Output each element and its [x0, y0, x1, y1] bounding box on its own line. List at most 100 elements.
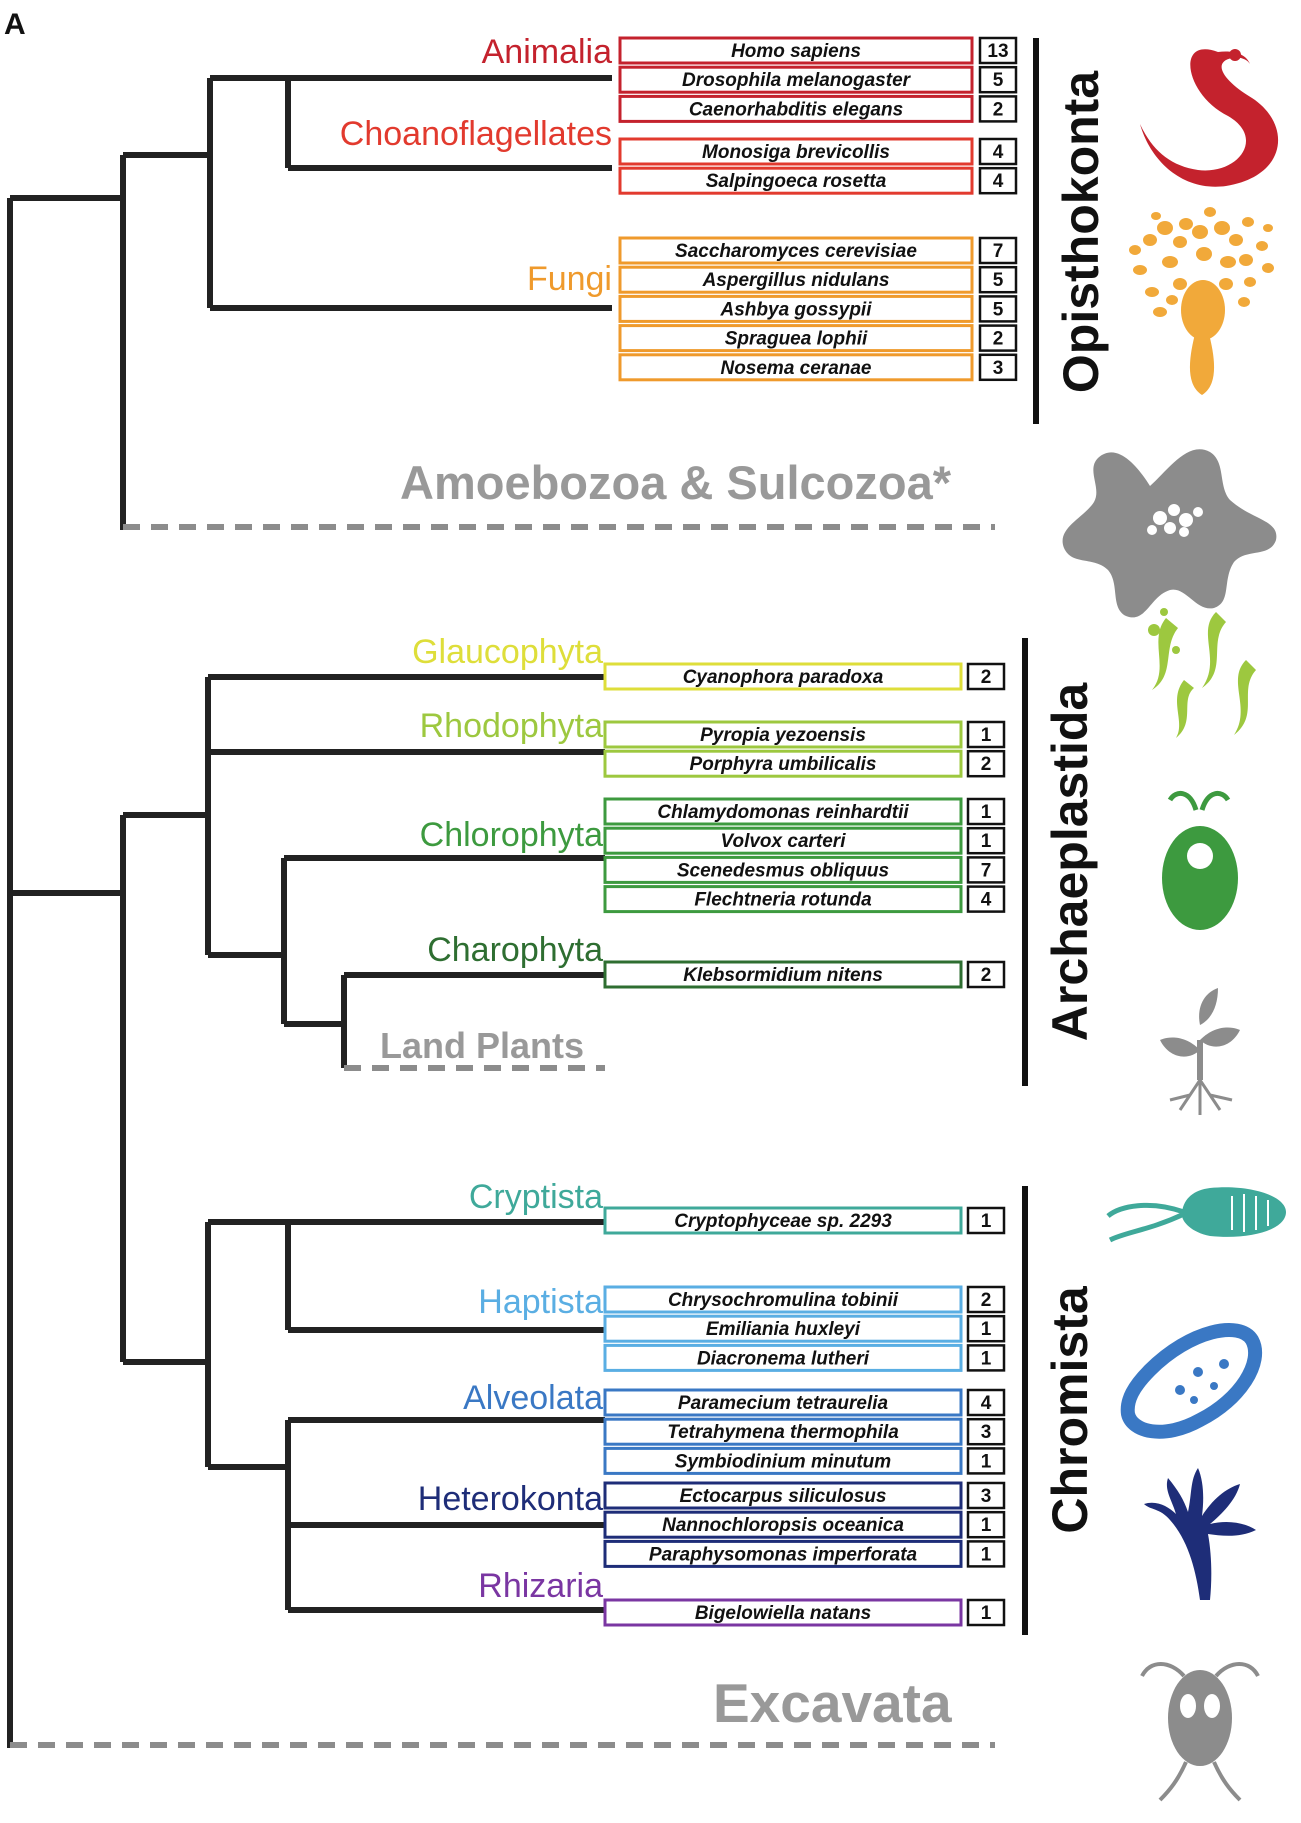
species-box — [603, 1510, 963, 1539]
species-row: Nannochloropsis oceanica 1 — [603, 1510, 1006, 1539]
count-box — [966, 1314, 1006, 1343]
species-box — [618, 236, 974, 265]
species-count: 2 — [981, 965, 992, 986]
count-box — [966, 1344, 1006, 1372]
species-count: 7 — [981, 860, 992, 881]
fungus-icon — [1129, 207, 1274, 395]
count-box — [966, 1206, 1006, 1235]
species-box — [618, 324, 974, 353]
charophyte-branch — [341, 972, 605, 1068]
species-name: Aspergillus nidulans — [702, 270, 890, 291]
group-label-rhodophyta: Rhodophyta — [420, 707, 603, 745]
group-label-charophyta: Charophyta — [427, 931, 603, 969]
count-box — [966, 885, 1006, 913]
species-count: 13 — [987, 41, 1008, 62]
species-box — [603, 885, 963, 914]
worm-icon — [1140, 49, 1279, 187]
amoeba-icon — [1062, 449, 1277, 618]
species-count: 5 — [993, 299, 1004, 320]
species-count: 2 — [981, 754, 992, 775]
species-name: Chlamydomonas reinhardtii — [657, 802, 909, 823]
count-box — [966, 1388, 1006, 1417]
species-count: 1 — [981, 1544, 992, 1565]
group-labels: Animalia Choanoflagellates Fungi Glaucop… — [340, 33, 612, 1605]
count-box — [966, 749, 1006, 778]
cryptophyte-icon — [1106, 1187, 1286, 1243]
count-box — [966, 1447, 1006, 1475]
species-name: Cyanophora paradoxa — [683, 667, 884, 688]
excavata-label: Excavata — [713, 1672, 952, 1734]
species-name: Tetrahymena thermophila — [667, 1422, 899, 1443]
species-name: Drosophila melanogaster — [682, 70, 912, 91]
species-box — [618, 353, 974, 382]
group-label-glaucophyta: Glaucophyta — [412, 633, 603, 671]
species-name: Volvox carteri — [721, 831, 847, 852]
count-box — [966, 1417, 1006, 1446]
chromista-branch — [205, 1219, 288, 1470]
group-label-chlorophyta: Chlorophyta — [420, 816, 603, 854]
species-box — [618, 137, 974, 166]
species-name: Paraphysomonas imperforata — [649, 1544, 918, 1565]
species-row: Saccharomyces cerevisiae 7 — [618, 236, 1018, 265]
species-name: Ectocarpus siliculosus — [680, 1486, 887, 1507]
species-count: 2 — [993, 329, 1004, 350]
species-box — [603, 720, 963, 749]
species-box — [603, 1314, 963, 1343]
species-name: Salpingoeca rosetta — [706, 171, 887, 192]
seaweed-icon — [1148, 608, 1256, 738]
species-row: Emiliania huxleyi 1 — [603, 1314, 1006, 1343]
species-name: Emiliania huxleyi — [706, 1319, 861, 1340]
panel-letter: A — [4, 8, 26, 41]
species-count: 3 — [993, 358, 1004, 379]
species-box — [603, 960, 963, 989]
species-row: Paraphysomonas imperforata 1 — [603, 1539, 1006, 1568]
species-name: Bigelowiella natans — [695, 1603, 871, 1624]
species-box — [603, 1598, 963, 1627]
species-name: Nannochloropsis oceanica — [662, 1515, 904, 1536]
species-count: 3 — [981, 1422, 992, 1443]
species-row: Volvox carteri 1 — [603, 826, 1006, 855]
count-box — [978, 137, 1018, 166]
species-count: 1 — [981, 1515, 992, 1536]
diaphoretickes-branch — [120, 812, 208, 1365]
species-name: Pyropia yezoensis — [700, 725, 866, 746]
cryptista-haptista-branch — [285, 1219, 605, 1333]
opisthokont-children — [210, 75, 612, 311]
species-count: 1 — [981, 1319, 992, 1340]
group-label-choanoflagellates: Choanoflagellates — [340, 115, 612, 153]
species-count: 1 — [981, 1211, 992, 1232]
group-label-cryptista: Cryptista — [469, 1178, 603, 1216]
species-name: Monosiga brevicollis — [702, 142, 890, 163]
species-count: 4 — [993, 171, 1004, 192]
species-box — [603, 797, 963, 826]
species-box — [618, 294, 974, 323]
species-name: Saccharomyces cerevisiae — [675, 241, 917, 262]
species-name: Ashbya gossypii — [720, 299, 873, 320]
group-label-rhizaria: Rhizaria — [478, 1567, 603, 1605]
species-name: Homo sapiens — [731, 41, 861, 62]
species-count: 1 — [981, 831, 992, 852]
species-box — [603, 662, 963, 691]
species-count: 4 — [981, 1393, 992, 1414]
count-box — [966, 856, 1006, 884]
count-box — [978, 95, 1018, 123]
species-box — [618, 265, 974, 294]
paramecium-icon — [1120, 1323, 1263, 1439]
group-label-fungi: Fungi — [527, 260, 612, 298]
count-box — [966, 826, 1006, 855]
species-count: 7 — [993, 241, 1004, 262]
